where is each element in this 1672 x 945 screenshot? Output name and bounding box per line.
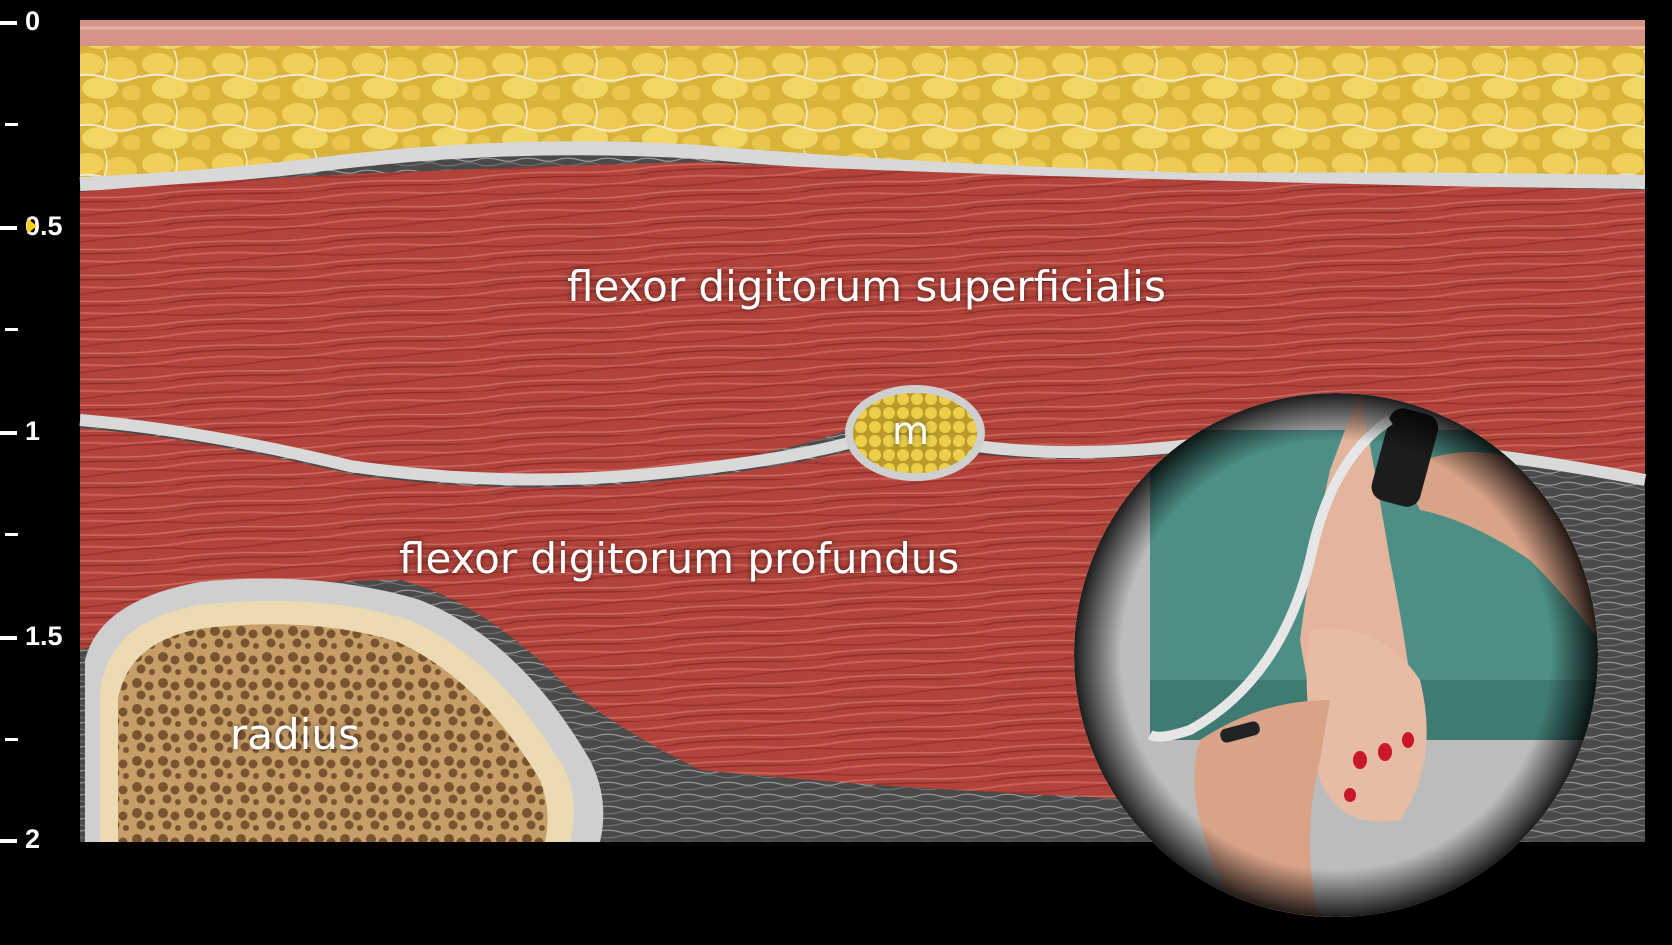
depth-minor-tick	[5, 328, 18, 331]
fds-muscle	[80, 162, 1645, 480]
label-fdp: flexor digitorum profundus	[399, 534, 960, 583]
superficial-fascia	[79, 141, 1646, 191]
depth-label-1-5: 1.5	[0, 623, 63, 650]
label-fds: flexor digitorum superficialis	[567, 262, 1166, 311]
depth-minor-tick	[5, 738, 18, 741]
depth-label-2: 2	[0, 826, 40, 853]
radius-trabecular-bone	[118, 624, 548, 842]
median-nerve	[853, 393, 977, 473]
skin-layer	[80, 20, 1645, 46]
depth-minor-tick	[5, 123, 18, 126]
label-radius: radius	[230, 710, 360, 759]
scanning-technique-inset	[1074, 393, 1598, 917]
fdp-muscle	[80, 428, 1240, 800]
label-median-nerve: m	[892, 409, 930, 453]
depth-label-0: 0	[0, 8, 40, 35]
depth-label-1: 1	[0, 418, 40, 445]
focus-marker-icon	[27, 218, 37, 234]
depth-minor-tick	[5, 533, 18, 536]
